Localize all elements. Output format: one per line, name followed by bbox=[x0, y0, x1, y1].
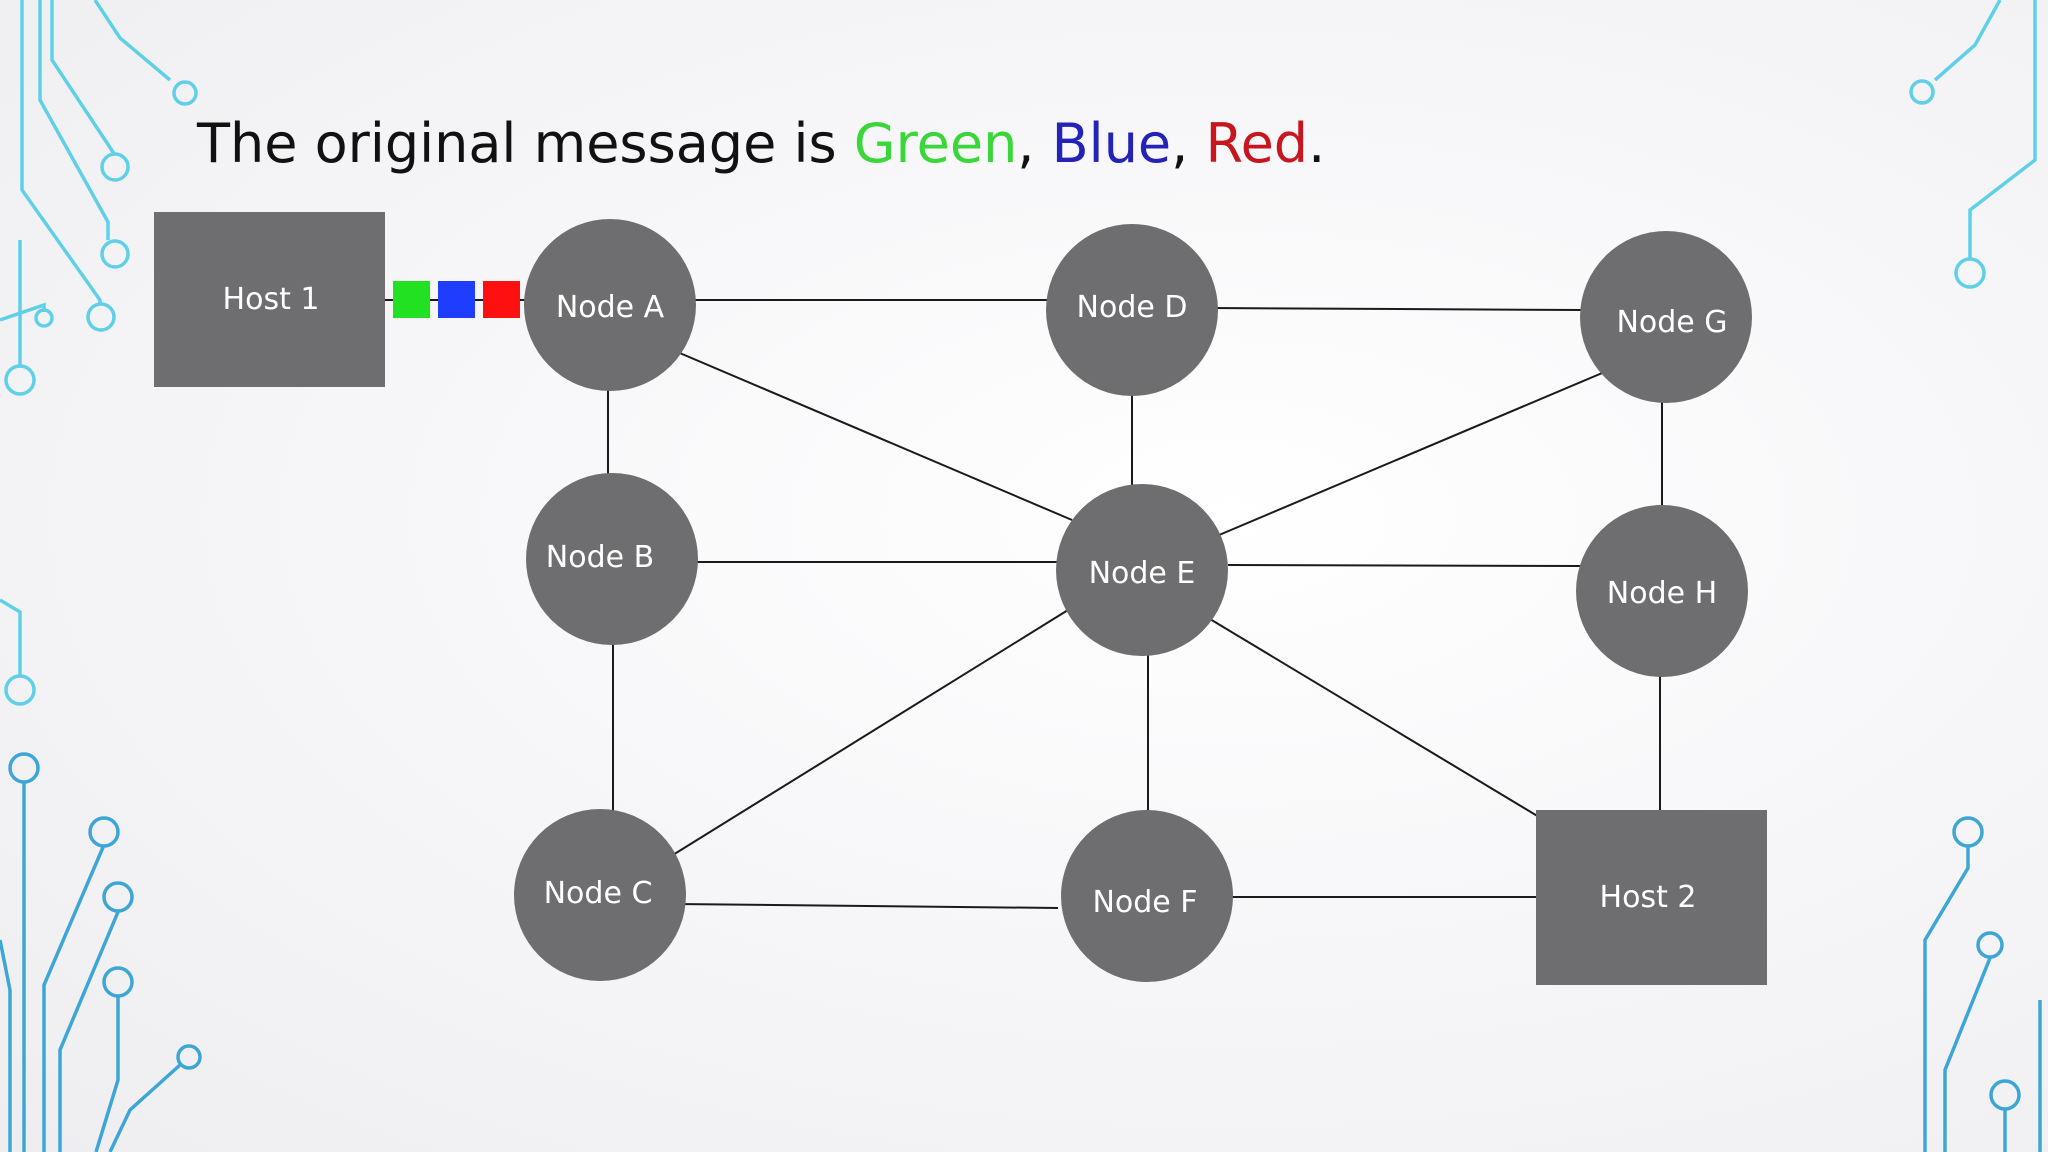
link-nodeA-nodeE bbox=[667, 347, 1073, 521]
node-f-label: Node F bbox=[1092, 885, 1197, 920]
title-word-green: Green bbox=[854, 112, 1018, 175]
packet-green bbox=[393, 281, 430, 318]
slide-title: The original message is Green, Blue, Red… bbox=[196, 112, 1325, 175]
node-b-label: Node B bbox=[546, 540, 654, 575]
title-separator-2: , bbox=[1171, 112, 1205, 175]
message-packets bbox=[393, 281, 520, 318]
host-2-label: Host 2 bbox=[1600, 880, 1697, 915]
packet-red bbox=[483, 281, 520, 318]
node-g-label: Node G bbox=[1616, 305, 1727, 340]
node-d: Node D bbox=[1046, 224, 1218, 396]
node-g: Node G bbox=[1580, 231, 1752, 403]
node-a-label: Node A bbox=[556, 290, 665, 325]
circuit-decoration-left bbox=[0, 0, 202, 1152]
circuit-decoration-right bbox=[1909, 0, 2042, 1152]
link-nodeD-nodeG bbox=[1209, 307, 1583, 311]
node-c-label: Node C bbox=[544, 876, 653, 911]
title-word-blue: Blue bbox=[1052, 112, 1172, 175]
node-h: Node H bbox=[1576, 505, 1748, 677]
link-nodeE-nodeC bbox=[667, 609, 1069, 859]
node-e-label: Node E bbox=[1089, 556, 1196, 591]
host-1: Host 1 bbox=[154, 212, 385, 387]
node-b: Node B bbox=[526, 473, 698, 645]
node-a: Node A bbox=[524, 219, 696, 391]
title-suffix: . bbox=[1308, 112, 1325, 175]
node-h-label: Node H bbox=[1607, 576, 1717, 611]
link-nodeC-nodeF bbox=[675, 903, 1059, 909]
node-e: Node E bbox=[1056, 484, 1228, 656]
host-2: Host 2 bbox=[1536, 810, 1767, 985]
link-nodeE-nodeH bbox=[1227, 564, 1581, 567]
node-d-label: Node D bbox=[1077, 290, 1188, 325]
link-nodeG-nodeE bbox=[1211, 367, 1615, 539]
node-f: Node F bbox=[1061, 810, 1233, 982]
host-1-label: Host 1 bbox=[223, 282, 320, 317]
title-separator-1: , bbox=[1017, 112, 1051, 175]
node-c: Node C bbox=[514, 809, 686, 981]
title-word-red: Red bbox=[1205, 112, 1308, 175]
link-nodeE-host2 bbox=[1199, 612, 1565, 833]
packet-blue bbox=[438, 281, 475, 318]
title-prefix: The original message is bbox=[196, 112, 854, 175]
